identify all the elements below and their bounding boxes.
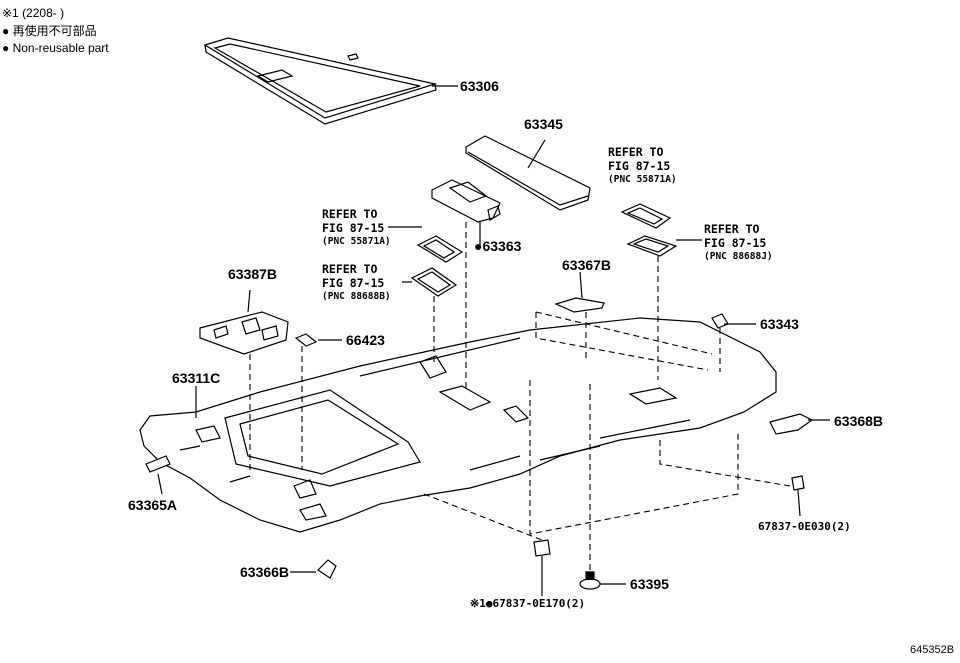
refer-block-88688j[interactable]: REFER TO FIG 87-15 (PNC 88688J) bbox=[704, 222, 773, 264]
part-label-66423[interactable]: 66423 bbox=[346, 332, 385, 348]
part-label-63395[interactable]: 63395 bbox=[630, 576, 669, 592]
headliner-63311c-drawing bbox=[139, 317, 777, 533]
part-label-63365a[interactable]: 63365A bbox=[128, 497, 178, 513]
refer-pnc: (PNC 88688B) bbox=[322, 291, 391, 302]
part-label-63366b[interactable]: 63366B bbox=[240, 564, 290, 580]
part-label-63345[interactable]: 63345 bbox=[524, 116, 563, 132]
legend-non-reusable-jp: ● 再使用不可部品 bbox=[2, 24, 97, 38]
sunshade-panel-drawing bbox=[203, 37, 438, 125]
clip-63343-drawing bbox=[711, 313, 729, 329]
part-label-63367b[interactable]: 63367B bbox=[562, 257, 612, 273]
figure-id-text: 645352B bbox=[910, 644, 954, 656]
part-label-67837-0e030[interactable]: 67837-0E030(2) bbox=[758, 520, 851, 533]
clip-67837-0e170-drawing bbox=[533, 539, 551, 557]
refer-line-1: REFER TO bbox=[608, 145, 664, 159]
part-label-63363[interactable]: ●63363 bbox=[474, 238, 522, 254]
part-label-67837-0e170[interactable]: ※1●67837-0E170(2) bbox=[470, 597, 586, 610]
refer-pnc: (PNC 88688J) bbox=[704, 251, 773, 262]
pad-drawing bbox=[465, 135, 591, 211]
refer-line-2: FIG 87-15 bbox=[704, 236, 767, 250]
part-label-63306[interactable]: 63306 bbox=[460, 78, 499, 94]
legend-non-reusable-en: ● Non-reusable part bbox=[2, 41, 109, 55]
refer-line-2: FIG 87-15 bbox=[608, 159, 671, 173]
fastener-63395-drawing bbox=[579, 571, 601, 590]
part-label-63368b[interactable]: 63368B bbox=[834, 413, 884, 429]
refer-block-88688b[interactable]: REFER TO FIG 87-15 (PNC 88688B) bbox=[322, 262, 391, 304]
cover-63368b-drawing bbox=[769, 413, 814, 435]
lamp-lens-right-drawing bbox=[620, 203, 672, 229]
legend-note: ※1 (2208- ) bbox=[2, 6, 65, 20]
refer-line-1: REFER TO bbox=[322, 262, 378, 276]
lamp-lens-left-drawing bbox=[416, 235, 464, 263]
bracket-63367b-drawing bbox=[554, 297, 605, 313]
refer-line-1: REFER TO bbox=[704, 222, 760, 236]
refer-pnc: (PNC 55871A) bbox=[322, 236, 391, 247]
part-label-63343[interactable]: 63343 bbox=[760, 316, 799, 332]
cover-63387b-drawing bbox=[199, 311, 289, 355]
part-label-63311c[interactable]: 63311C bbox=[172, 370, 221, 386]
clip-67837-0e030-drawing bbox=[791, 475, 805, 491]
part-label-63387b[interactable]: 63387B bbox=[228, 266, 278, 282]
refer-line-1: REFER TO bbox=[322, 207, 378, 221]
refer-pnc: (PNC 55871A) bbox=[608, 174, 677, 185]
refer-block-55871a-left[interactable]: REFER TO FIG 87-15 (PNC 55871A) bbox=[322, 207, 391, 249]
refer-line-2: FIG 87-15 bbox=[322, 221, 385, 235]
holder-drawing bbox=[431, 179, 501, 223]
clip-63365a-drawing bbox=[145, 455, 171, 473]
refer-block-55871a-right[interactable]: REFER TO FIG 87-15 (PNC 55871A) bbox=[608, 145, 677, 187]
clip-66423-drawing bbox=[294, 333, 318, 347]
bracket-63366b-drawing bbox=[317, 559, 337, 579]
lamp-housing-left-drawing bbox=[410, 267, 458, 297]
refer-line-2: FIG 87-15 bbox=[322, 276, 385, 290]
